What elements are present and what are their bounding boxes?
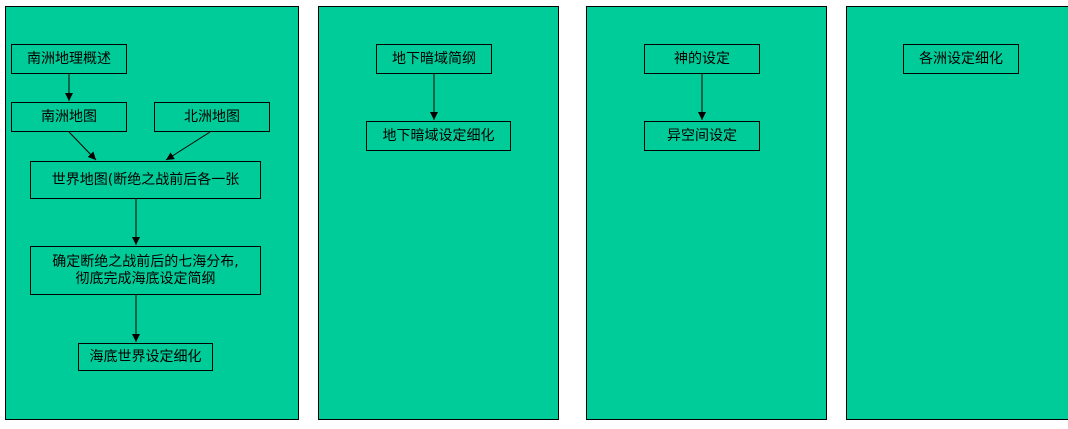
- node-continent-detail: 各洲设定细化: [903, 44, 1019, 74]
- node-underground-detail: 地下暗域设定细化: [366, 121, 511, 151]
- node-seabed-detail: 海底世界设定细化: [78, 343, 213, 371]
- panel-god: [586, 6, 827, 420]
- node-underground-outline: 地下暗域简纲: [376, 44, 492, 74]
- panel-underground: [318, 6, 559, 420]
- node-beizhou-map: 北洲地图: [154, 102, 270, 132]
- panel-continents: [846, 6, 1068, 420]
- node-otherspace-setting: 异空间设定: [644, 121, 760, 151]
- node-nanzhou-map: 南洲地图: [11, 102, 127, 132]
- node-god-setting: 神的设定: [644, 44, 760, 74]
- node-seven-seas: 确定断绝之战前后的七海分布, 彻底完成海底设定简纲: [30, 246, 261, 295]
- panel-nanzhou: [5, 6, 299, 420]
- node-world-map: 世界地图(断绝之战前后各一张: [30, 161, 261, 199]
- node-nanzhou-overview: 南洲地理概述: [11, 44, 127, 74]
